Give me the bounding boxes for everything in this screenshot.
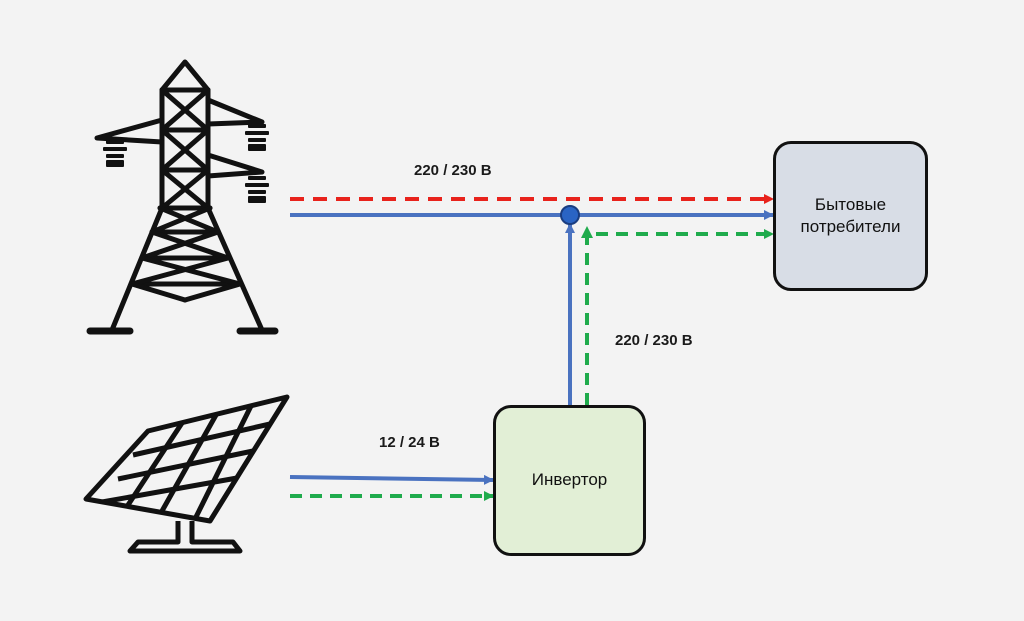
inverter-voltage-label: 220 / 230 В: [615, 332, 693, 349]
grid-voltage-label: 220 / 230 В: [414, 162, 492, 179]
panel-voltage-label: 12 / 24 В: [379, 434, 440, 451]
green-up-arrowhead: [581, 226, 593, 238]
solar-panel-icon: [83, 394, 290, 554]
consumers-box: Бытовые потребители: [773, 141, 928, 291]
inverter-box: Инвертор: [493, 405, 646, 556]
panel-blue-line: [289, 474, 494, 485]
insulator-icon: [103, 124, 269, 203]
inverter-green-line: [585, 229, 774, 405]
power-transmission-tower-icon: [86, 59, 279, 335]
junction-node: [560, 205, 580, 225]
consumers-label: Бытовые потребители: [800, 194, 901, 236]
inverter-label: Инвертор: [531, 470, 608, 490]
